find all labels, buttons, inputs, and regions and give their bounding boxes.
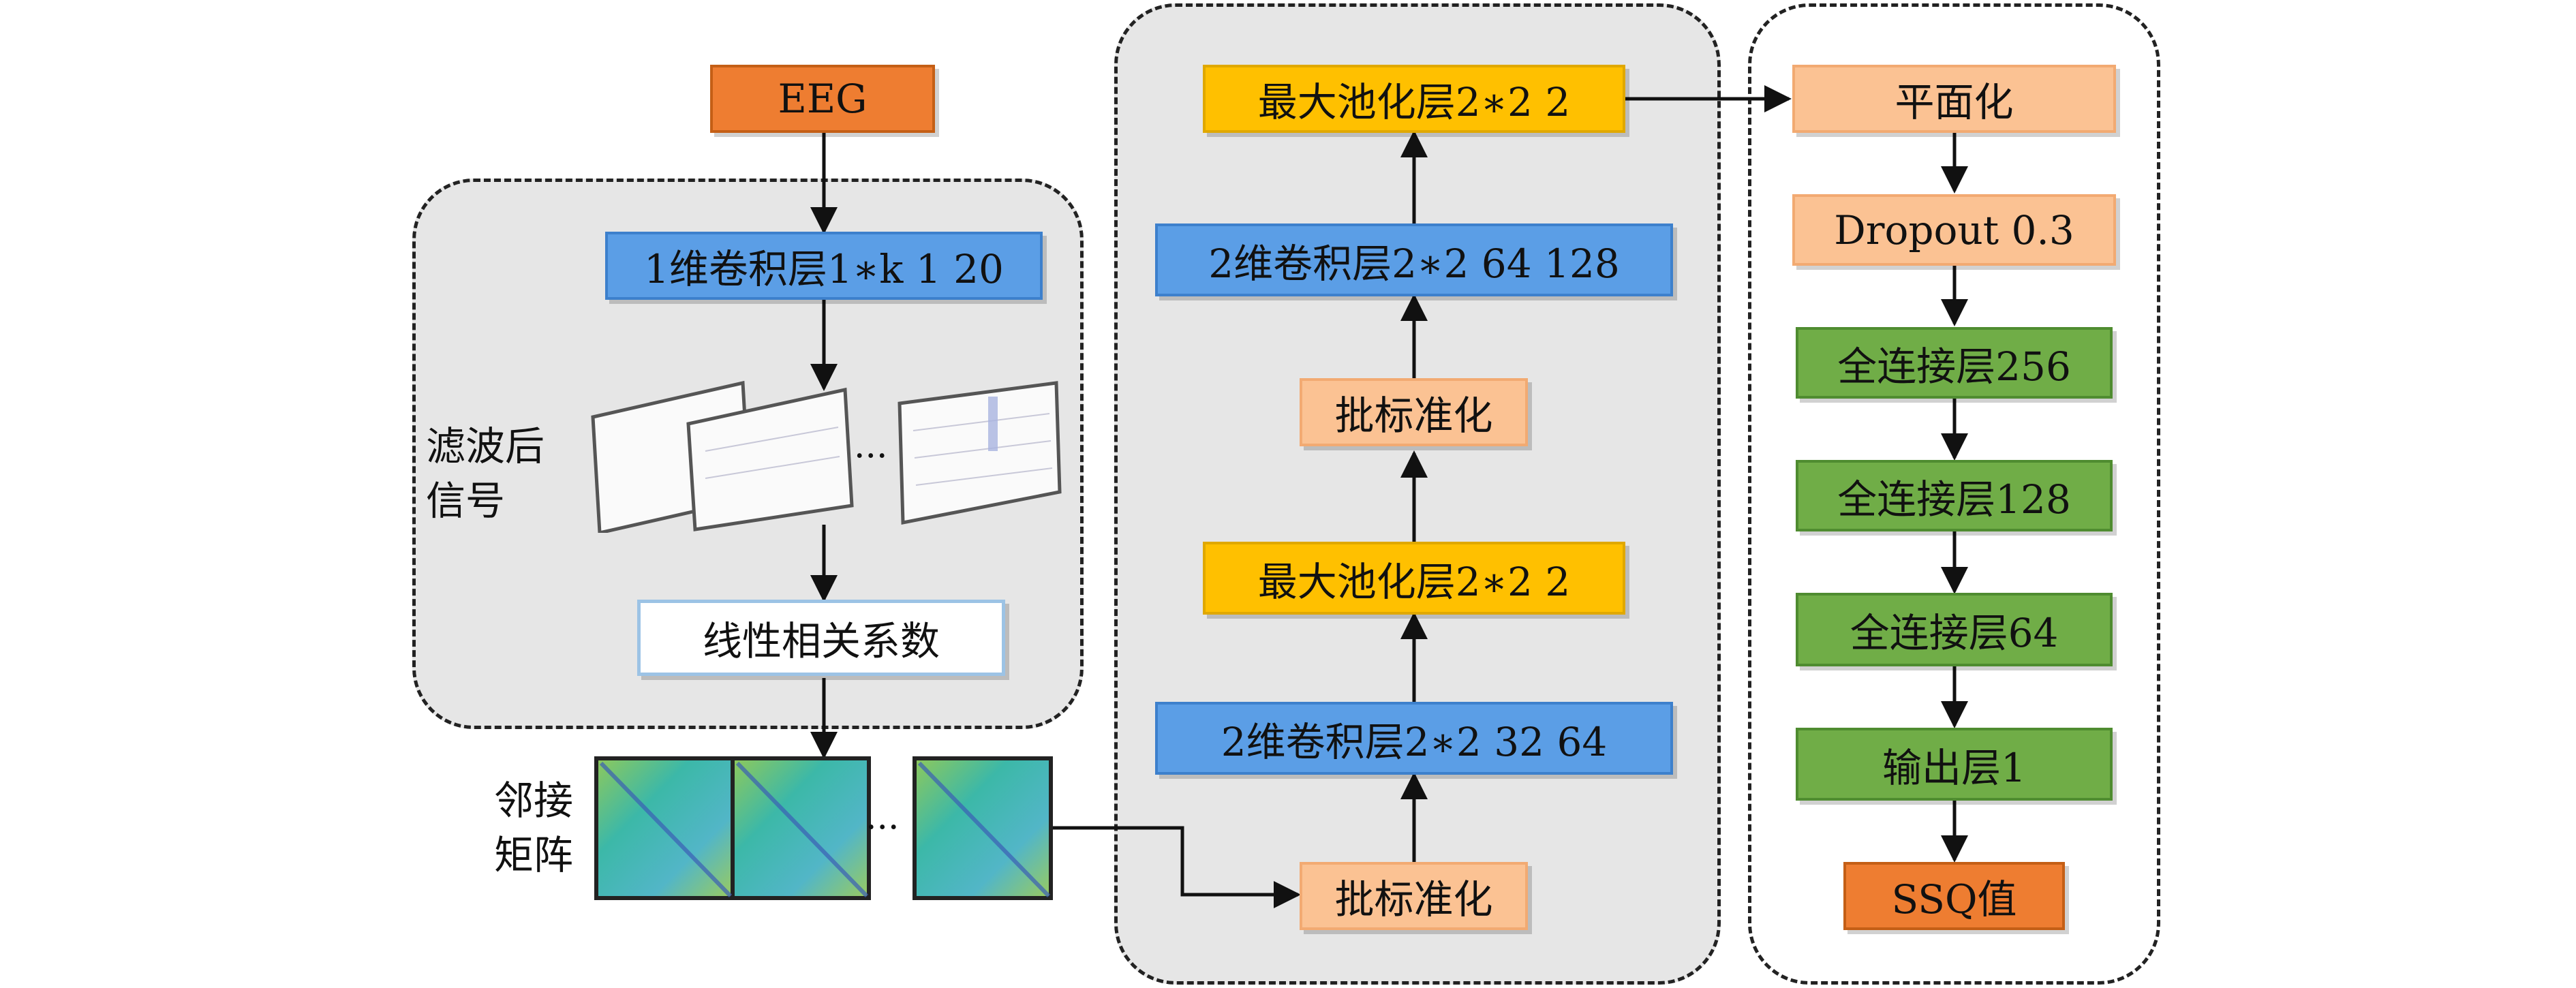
maxpool-node-2: 最大池化层2∗2 2 [1203, 65, 1625, 133]
arrow-adjacency-to-bn1 [1047, 826, 1301, 908]
maxpool-label-2: 最大池化层2∗2 2 [1257, 79, 1571, 125]
filtered-ellipsis: ··· [854, 436, 888, 477]
dropout-node: Dropout 0.3 [1792, 194, 2116, 266]
conv2d-label-1: 2维卷积层2∗2 32 64 [1221, 718, 1608, 765]
output-layer-node: 输出层1 [1796, 728, 2113, 801]
conv2d-node-1: 2维卷积层2∗2 32 64 [1155, 702, 1673, 775]
bn-node-2: 批标准化 [1300, 378, 1528, 446]
filtered-signal-label: 滤波后 信号 [426, 423, 545, 524]
flatten-label: 平面化 [1895, 79, 2014, 125]
maxpool-label-1: 最大池化层2∗2 2 [1257, 558, 1571, 605]
conv2d-node-2: 2维卷积层2∗2 64 128 [1155, 223, 1673, 296]
ssq-node: SSQ值 [1843, 862, 2065, 930]
eeg-label: EEG [778, 76, 868, 122]
signal-sheet-2 [686, 387, 854, 531]
fc64-label: 全连接层64 [1850, 610, 2059, 656]
correlation-label: 线性相关系数 [702, 618, 940, 664]
fc128-node: 全连接层128 [1796, 460, 2113, 531]
eeg-node: EEG [710, 65, 935, 133]
adjacency-matrices [594, 756, 1053, 900]
signal-sheet-3 [898, 381, 1062, 525]
output-layer-label: 输出层1 [1882, 744, 2026, 791]
maxpool-node-1: 最大池化层2∗2 2 [1203, 542, 1625, 615]
bn-label-2: 批标准化 [1334, 392, 1493, 439]
conv2d-label-2: 2维卷积层2∗2 64 128 [1208, 240, 1620, 287]
cnn-group [1114, 3, 1721, 985]
correlation-node: 线性相关系数 [637, 600, 1005, 676]
conv1d-node: 1维卷积层1∗k 1 20 [605, 232, 1043, 300]
fc128-label: 全连接层128 [1837, 476, 2071, 523]
flatten-node: 平面化 [1792, 65, 2116, 133]
bn-node-1: 批标准化 [1300, 862, 1528, 930]
conv1d-label: 1维卷积层1∗k 1 20 [644, 246, 1004, 292]
fc64-node: 全连接层64 [1796, 593, 2113, 666]
fc256-node: 全连接层256 [1796, 327, 2113, 399]
adjacency-ellipsis: ··· [865, 807, 900, 848]
dropout-label: Dropout 0.3 [1834, 206, 2074, 253]
filtered-signal-sheets [591, 380, 1062, 533]
ssq-label: SSQ值 [1891, 876, 2017, 923]
fc256-label: 全连接层256 [1837, 343, 2071, 390]
bn-label-1: 批标准化 [1334, 876, 1493, 923]
adjacency-label: 邻接 矩阵 [494, 777, 574, 878]
